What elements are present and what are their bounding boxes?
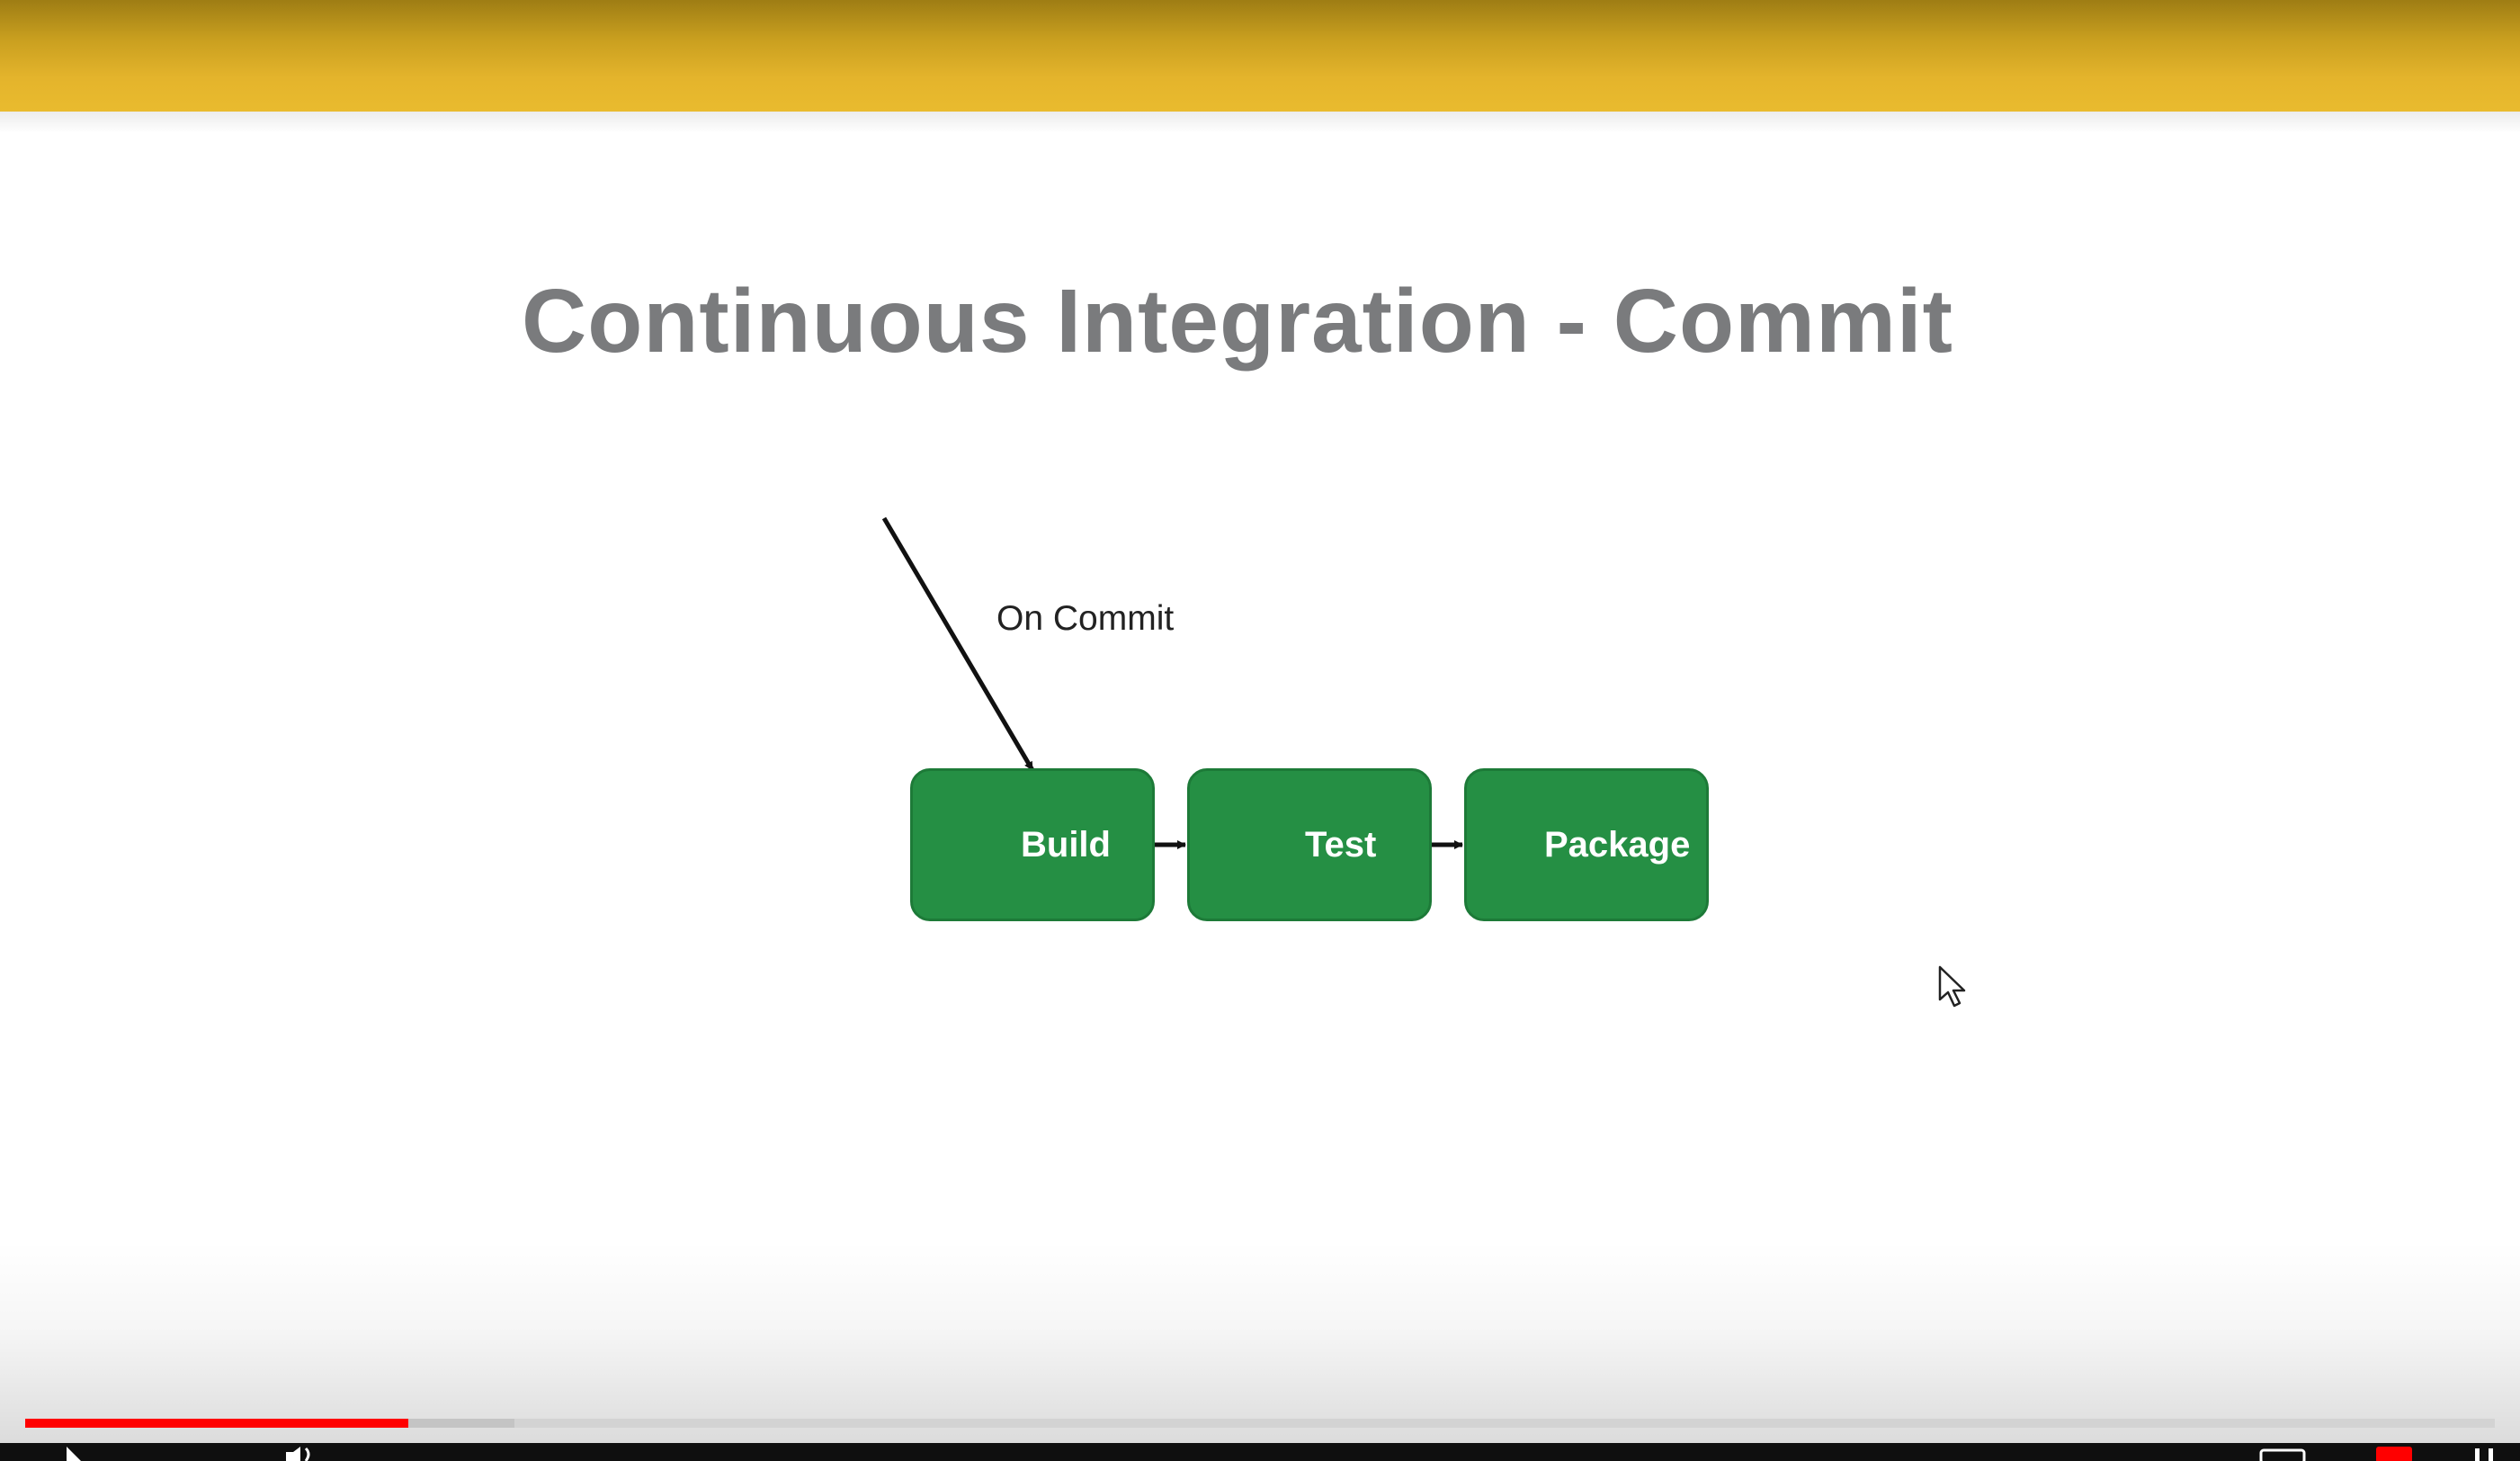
slide-title: Continuous Integration - Commit (522, 271, 1953, 372)
fullscreen-icon[interactable] (2464, 1445, 2506, 1461)
package-stage-label: Package (1544, 824, 1691, 865)
volume-icon[interactable] (270, 1445, 324, 1461)
test-stage-label: Test (1305, 824, 1377, 865)
build-stage-box: Build (910, 768, 1155, 921)
progress-played (25, 1419, 408, 1428)
test-stage-box: Test (1187, 768, 1432, 921)
package-stage-box: Package (1464, 768, 1709, 921)
banner-shadow (0, 112, 2520, 133)
settings-icon[interactable] (2374, 1445, 2416, 1461)
build-stage-label: Build (1021, 824, 1111, 865)
player-overlay-gradient (0, 1241, 2520, 1445)
on-commit-label: On Commit (996, 599, 1175, 638)
play-icon[interactable] (59, 1445, 92, 1461)
player-control-bar (0, 1443, 2520, 1461)
captions-icon[interactable] (2257, 1445, 2308, 1461)
mouse-cursor-icon (1938, 965, 1966, 1008)
slide-header-banner (0, 0, 2520, 112)
progress-bar[interactable] (25, 1419, 2495, 1428)
commit-trigger-arrow (881, 516, 1035, 772)
